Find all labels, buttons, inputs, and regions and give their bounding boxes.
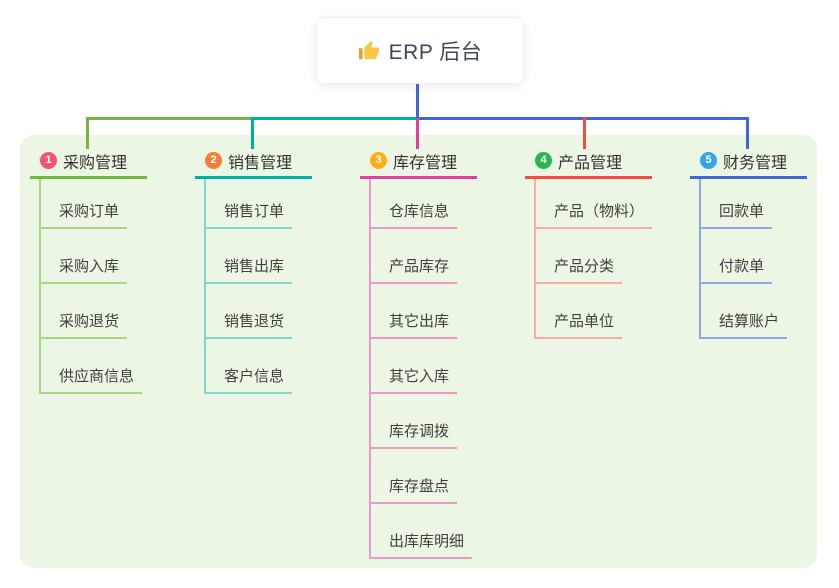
- branch-purchase: 1 采购管理 采购订单 采购入库 采购退货 供应商信息: [30, 148, 147, 394]
- branch-product: 4 产品管理 产品（物料） 产品分类 产品单位: [525, 148, 653, 339]
- branch-label: 采购管理: [63, 154, 128, 172]
- branch-node-sales[interactable]: 2 销售管理: [195, 148, 312, 179]
- branch-node-inventory[interactable]: 3 库存管理: [360, 148, 477, 179]
- branch-children-purchase: 采购订单 采购入库 采购退货 供应商信息: [39, 179, 143, 394]
- child-node[interactable]: 产品库存: [371, 229, 458, 284]
- root-node-erp-backend[interactable]: ERP 后台: [316, 17, 524, 84]
- thumbs-up-icon: [358, 40, 380, 62]
- child-node[interactable]: 采购入库: [41, 229, 128, 284]
- connector-drop-branch-5: [746, 117, 749, 149]
- child-node[interactable]: 采购订单: [41, 179, 128, 229]
- root-node-label: ERP 后台: [388, 40, 483, 64]
- connector-drop-branch-2: [251, 117, 254, 149]
- branch-node-finance[interactable]: 5 财务管理: [690, 148, 807, 179]
- branch-number-badge: 4: [535, 152, 552, 169]
- child-node[interactable]: 出库库明细: [371, 504, 473, 559]
- branch-children-sales: 销售订单 销售出库 销售退货 客户信息: [204, 179, 293, 394]
- connector-drop-branch-3: [416, 118, 419, 149]
- child-node[interactable]: 产品单位: [536, 284, 623, 339]
- child-node[interactable]: 产品分类: [536, 229, 623, 284]
- child-node[interactable]: 库存盘点: [371, 449, 458, 504]
- branch-inventory: 3 库存管理 仓库信息 产品库存 其它出库 其它入库 库存调拨 库存盘点 出库库…: [360, 148, 477, 559]
- branch-sales: 2 销售管理 销售订单 销售出库 销售退货 客户信息: [195, 148, 312, 394]
- child-node[interactable]: 销售出库: [206, 229, 293, 284]
- connector-drop-branch-1: [86, 117, 89, 149]
- branch-children-finance: 回款单 付款单 结算账户: [699, 179, 788, 339]
- child-node[interactable]: 仓库信息: [371, 179, 458, 229]
- branch-node-purchase[interactable]: 1 采购管理: [30, 148, 147, 179]
- branch-label: 财务管理: [723, 154, 788, 172]
- child-node[interactable]: 结算账户: [701, 284, 788, 339]
- branch-children-product: 产品（物料） 产品分类 产品单位: [534, 179, 653, 339]
- branch-label: 产品管理: [558, 154, 623, 172]
- connector-rail-branch-5: [416, 117, 749, 120]
- connector-drop-branch-4: [583, 117, 586, 149]
- child-node[interactable]: 其它入库: [371, 339, 458, 394]
- child-node[interactable]: 供应商信息: [41, 339, 143, 394]
- branch-number-badge: 3: [370, 152, 387, 169]
- branch-number-badge: 2: [205, 152, 222, 169]
- connector-rail-branch-2: [251, 117, 419, 120]
- branch-label: 销售管理: [228, 154, 293, 172]
- connector-root-stem: [416, 84, 419, 118]
- child-node[interactable]: 销售退货: [206, 284, 293, 339]
- child-node[interactable]: 其它出库: [371, 284, 458, 339]
- branch-children-inventory: 仓库信息 产品库存 其它出库 其它入库 库存调拨 库存盘点 出库库明细: [369, 179, 473, 559]
- child-node[interactable]: 付款单: [701, 229, 773, 284]
- connector-rail-branch-1: [86, 117, 253, 120]
- branch-node-product[interactable]: 4 产品管理: [525, 148, 653, 179]
- branch-label: 库存管理: [393, 154, 458, 172]
- branch-finance: 5 财务管理 回款单 付款单 结算账户: [690, 148, 807, 339]
- branch-number-badge: 1: [40, 152, 57, 169]
- child-node[interactable]: 销售订单: [206, 179, 293, 229]
- child-node[interactable]: 采购退货: [41, 284, 128, 339]
- branches-background-panel: [20, 135, 817, 568]
- child-node[interactable]: 产品（物料）: [536, 179, 653, 229]
- branch-number-badge: 5: [700, 152, 717, 169]
- child-node[interactable]: 库存调拨: [371, 394, 458, 449]
- child-node[interactable]: 回款单: [701, 179, 773, 229]
- child-node[interactable]: 客户信息: [206, 339, 293, 394]
